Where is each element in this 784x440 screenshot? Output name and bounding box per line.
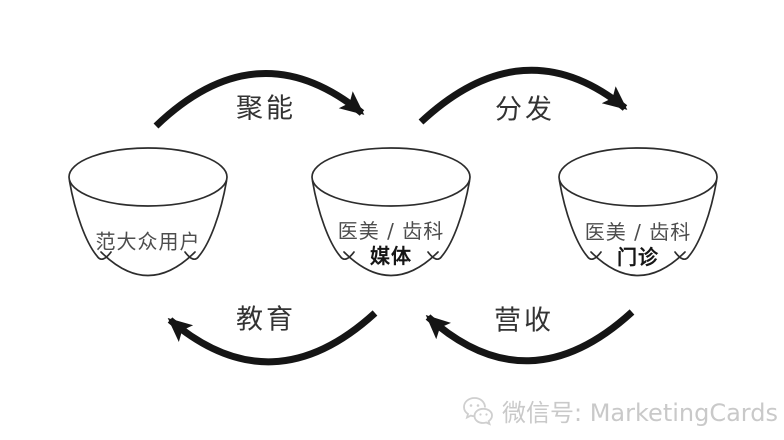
- bucket-middle-line2: 媒体: [369, 244, 412, 268]
- watermark: 微信号: MarketingCards: [460, 392, 778, 428]
- bucket-middle-label: 医美 / 齿科 媒体: [338, 219, 444, 269]
- bucket-right-line2: 门诊: [616, 245, 659, 269]
- bucket-middle-line1: 医美 / 齿科: [337, 219, 445, 243]
- arrow-bottom-right-curve: [425, 309, 635, 365]
- bucket-right-label: 医美 / 齿科 门诊: [585, 220, 691, 270]
- arrow-label-bottom-left: 教育: [236, 304, 296, 336]
- arrow-bottom-left-curve: [167, 310, 378, 366]
- bucket-right-line1: 医美 / 齿科: [584, 220, 692, 244]
- watermark-text: 微信号: MarketingCards: [502, 398, 778, 427]
- wechat-icon: [463, 397, 493, 426]
- arrow-top-right-curve: [418, 66, 628, 125]
- arrow-label-top-right: 分发: [495, 94, 555, 126]
- arrow-label-top-left: 聚能: [236, 93, 296, 125]
- bucket-left-line1: 范大众用户: [95, 229, 201, 254]
- arrow-label-bottom-right: 营收: [494, 305, 554, 337]
- arrow-top-left-curve: [153, 70, 365, 129]
- bucket-left-label: 范大众用户: [96, 230, 201, 255]
- bucket-left-shape: [68, 147, 228, 277]
